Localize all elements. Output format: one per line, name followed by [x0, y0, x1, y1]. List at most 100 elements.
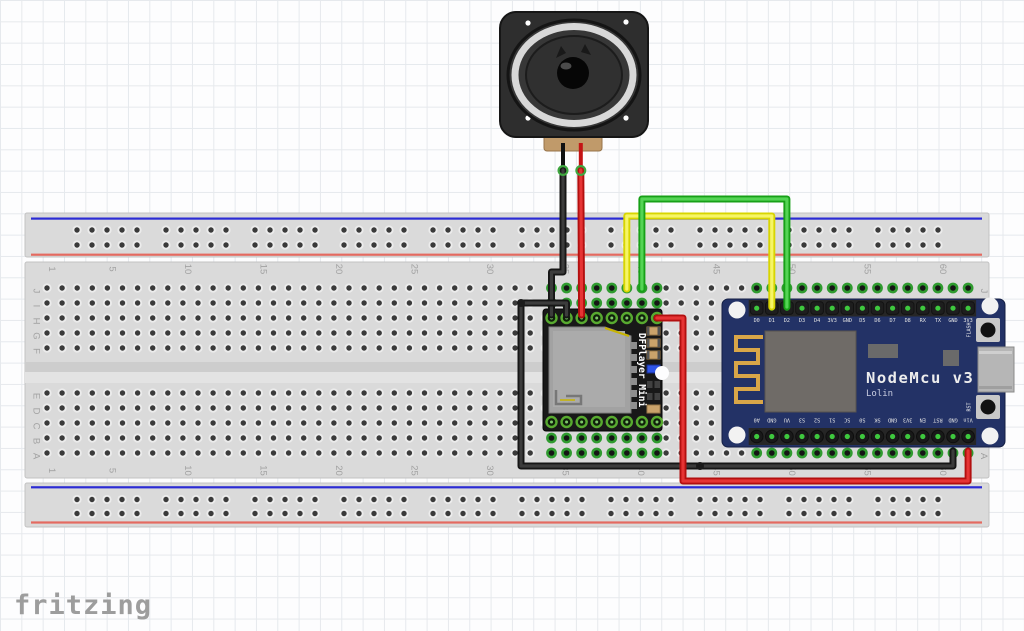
usb-shine: [979, 351, 1012, 354]
nodemcu-top-pin-label: D5: [859, 318, 865, 324]
usb-connector: [977, 346, 1015, 393]
mounting-hole: [728, 301, 746, 319]
rst-button-cap[interactable]: [980, 399, 996, 415]
top-rail-blue-line: [31, 217, 982, 220]
mounting-hole: [728, 426, 746, 444]
nodemcu-bottom-pin-label: GND: [888, 417, 897, 423]
nodemcu-bottom-pin-label: S1: [829, 417, 835, 423]
column-number: 15: [257, 264, 268, 275]
sd-detect-spring: [554, 390, 583, 406]
nodemcu-board[interactable]: NodeMcu v3 Lolin FLASH RST D0A0D1GNDD2VU…: [721, 297, 1015, 448]
channel-upper: [25, 362, 989, 372]
wifi-antenna-icon: [734, 335, 763, 404]
usb-shade: [979, 386, 1012, 389]
fritzing-watermark: fritzing: [14, 590, 152, 621]
nodemcu-bottom-pin-label: S2: [814, 417, 820, 423]
nodemcu-top-pin-label: D4: [814, 318, 820, 324]
smd-component: [654, 381, 660, 388]
row-letter: H: [31, 318, 42, 325]
row-letter: G: [31, 332, 42, 339]
column-number: 30: [484, 465, 495, 476]
column-number: 45: [710, 465, 721, 476]
column-number: 1: [46, 468, 57, 473]
row-letter: I: [31, 305, 42, 308]
rst-button-label: RST: [967, 402, 973, 411]
nodemcu-top-pin-label: 3V3: [828, 318, 837, 324]
wire-red[interactable]: [577, 166, 586, 319]
nodemcu-bottom-pin-label: SK: [874, 417, 881, 423]
speaker-screw-hole: [623, 115, 629, 121]
nodemcu-top-pin-label: TX: [935, 318, 942, 324]
mounting-hole: [981, 427, 999, 445]
row-letter: A: [31, 453, 42, 460]
esp8266-chip: [764, 330, 857, 413]
wire-bendpoint[interactable]: [517, 299, 525, 307]
nodemcu-pin-headers: [748, 300, 977, 445]
column-number: 5: [106, 468, 117, 473]
row-letter: D: [31, 408, 42, 415]
column-number: 45: [710, 264, 721, 275]
wire-black[interactable]: [517, 299, 957, 470]
column-number: 20: [333, 264, 344, 275]
nodemcu-top-pin-label: GND: [843, 318, 852, 324]
channel-lower: [25, 372, 989, 383]
speaker-dust-cap: [557, 57, 589, 89]
wire-red[interactable]: [653, 314, 972, 485]
nodemcu-top-pin-label: D0: [754, 318, 760, 324]
column-number: 5: [106, 266, 117, 271]
speaker-highlight: [560, 62, 572, 70]
column-number: 35: [559, 465, 570, 476]
nodemcu-pin-labels: D0A0D1GNDD2VUD3S3D4S23V3S1GNDSCD5S0D6SKD…: [754, 318, 973, 423]
row-letter: B: [31, 438, 42, 444]
nodemcu-subtitle: Lolin: [866, 389, 893, 399]
dfplayer-mini-module[interactable]: DFPlayer Mini: [542, 308, 669, 432]
wire-black[interactable]: [548, 166, 567, 319]
nodemcu-bottom-pin-label: Vin: [963, 417, 972, 423]
column-number: 55: [861, 465, 872, 476]
nodemcu-bottom-pin-label: 3V3: [903, 417, 912, 423]
nodemcu-bottom-pin-label: GND: [767, 417, 776, 423]
speaker-bracket: [581, 44, 591, 55]
column-number: 40: [635, 465, 646, 476]
column-number: 30: [484, 264, 495, 275]
nodemcu-bottom-pin-label: SC: [844, 417, 850, 423]
wire-green[interactable]: [638, 195, 791, 311]
wire-bendpoint[interactable]: [696, 462, 704, 470]
nodemcu-bottom-pin-label: VU: [784, 417, 790, 423]
speaker-connection-ring: [557, 165, 569, 177]
row-letter: C: [31, 423, 42, 430]
top-rail-red-line: [31, 253, 982, 256]
speaker[interactable]: [499, 11, 649, 171]
sd-slot-teeth: [631, 342, 637, 409]
nodemcu-title: NodeMcu v3: [866, 369, 974, 387]
speaker-surround-ring: [511, 23, 637, 127]
row-letter: F: [31, 348, 42, 354]
column-number: 50: [786, 465, 797, 476]
column-number: 60: [937, 465, 948, 476]
speaker-bracket: [556, 46, 566, 58]
wire-yellow[interactable]: [623, 212, 776, 311]
speaker-screw-hole: [623, 19, 629, 25]
wires: [517, 166, 972, 485]
dfplayer-edge-notch: [655, 366, 669, 380]
nodemcu-bottom-pin-label: S0: [859, 417, 865, 423]
sd-contact-gold: [604, 327, 630, 337]
nodemcu-bottom-pin-label: A0: [754, 417, 760, 423]
bottom-rail-red-line: [31, 521, 982, 524]
dfplayer-smd-components: [646, 326, 661, 414]
column-number: 1: [46, 266, 57, 271]
nodemcu-top-pin-label: D3: [799, 318, 805, 324]
resistor: [646, 404, 661, 414]
smd-component: [647, 393, 653, 400]
smd-component: [647, 381, 653, 388]
nodemcu-top-pin-label: D8: [905, 318, 911, 324]
row-letter: E: [31, 393, 42, 399]
wire-junctions: [517, 165, 704, 470]
column-number: 25: [408, 264, 419, 275]
flash-button-cap[interactable]: [980, 322, 996, 338]
nodemcu-bottom-pin-label: S3: [799, 417, 805, 423]
bottom-rail-blue-line: [31, 486, 982, 489]
dfplayer-label: DFPlayer Mini: [636, 333, 647, 408]
smd-component: [943, 350, 959, 366]
